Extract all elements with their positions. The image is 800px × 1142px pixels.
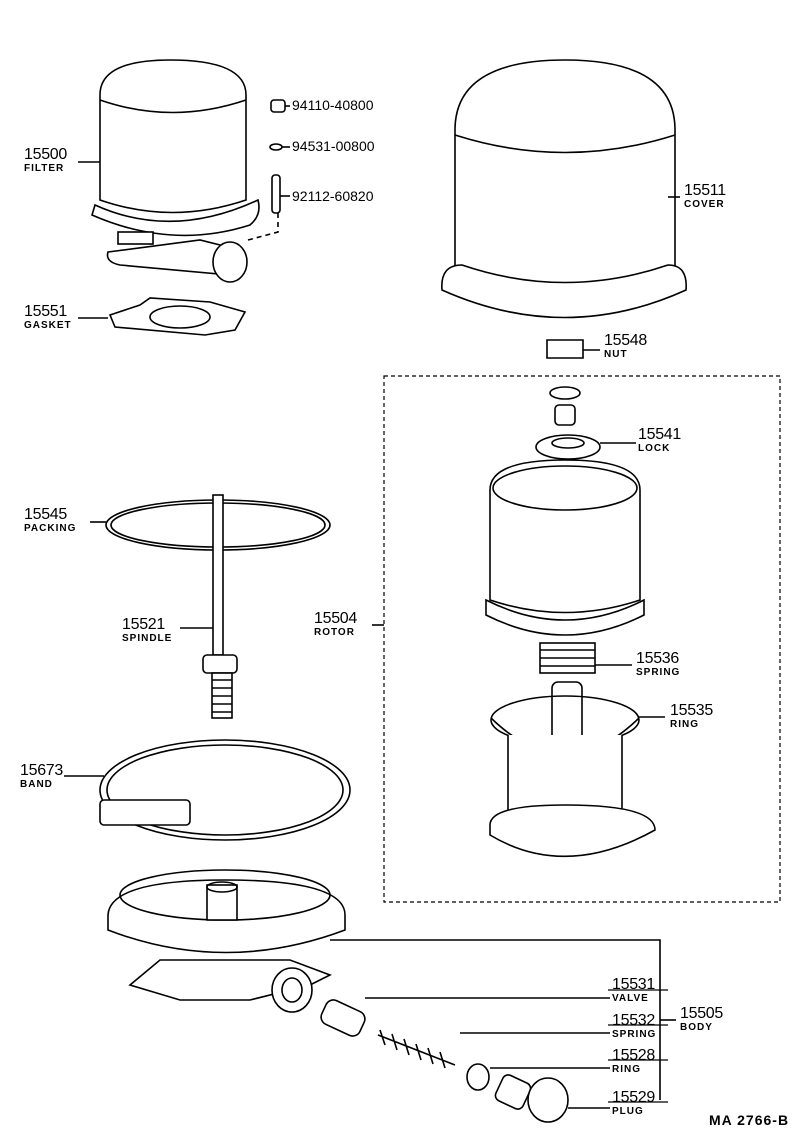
part-name: ROTOR — [314, 627, 355, 638]
spring-valve-drawing — [377, 1029, 610, 1069]
part-number: 15529 — [612, 1089, 655, 1106]
part-name: BAND — [20, 779, 53, 790]
part-number: 15551 — [24, 303, 67, 320]
part-number: 15548 — [604, 332, 647, 349]
part-name: SPRING — [636, 667, 681, 678]
part-name: SPINDLE — [122, 633, 173, 644]
part-number: 15545 — [24, 506, 67, 523]
part-number: 15511 — [684, 182, 726, 199]
cover-drawing — [441, 59, 687, 319]
part-number: 15528 — [612, 1047, 655, 1064]
part-number: 15536 — [636, 650, 679, 667]
band-drawing — [64, 739, 351, 841]
body-drawing — [107, 869, 676, 1100]
part-number: 15531 — [612, 976, 655, 993]
part-name: PACKING — [24, 523, 77, 534]
part-number: 15504 — [314, 610, 357, 627]
part-name: NUT — [604, 349, 628, 360]
part-number: 15535 — [670, 702, 713, 719]
part-name: GASKET — [24, 320, 72, 331]
part-name: VALVE — [612, 993, 649, 1004]
part-number: 15505 — [680, 1005, 723, 1022]
fastener-number: 94110-40800 — [292, 97, 374, 113]
part-number: 15500 — [24, 146, 67, 163]
part-number: 15532 — [612, 1012, 655, 1029]
spindle-drawing — [180, 494, 238, 719]
part-name: FILTER — [24, 163, 65, 174]
part-name: LOCK — [638, 443, 671, 454]
fastener-number: 94531-00800 — [292, 138, 375, 154]
part-name: BODY — [680, 1022, 713, 1033]
drawing-code: MA 2766-B — [709, 1112, 790, 1128]
part-number: 15521 — [122, 616, 165, 633]
ring-plug-drawing — [466, 1063, 610, 1091]
part-name: RING — [670, 719, 699, 730]
part-name: COVER — [684, 199, 725, 210]
plug-drawing — [494, 1074, 610, 1123]
valve-drawing — [320, 997, 610, 1037]
packing-drawing — [90, 499, 331, 551]
fastener-number: 92112-60820 — [292, 188, 374, 204]
part-name: PLUG — [612, 1106, 644, 1117]
nut-drawing — [546, 339, 600, 359]
fastener-drawings — [269, 99, 290, 214]
rotor-drawing — [485, 386, 665, 858]
part-number: 15673 — [20, 762, 63, 779]
rotor-assembly-box — [383, 375, 781, 903]
part-name: SPRING — [612, 1029, 657, 1040]
filter-drawing — [78, 59, 279, 283]
part-number: 15541 — [638, 426, 681, 443]
part-name: RING — [612, 1064, 641, 1075]
gasket-drawing — [78, 297, 247, 336]
